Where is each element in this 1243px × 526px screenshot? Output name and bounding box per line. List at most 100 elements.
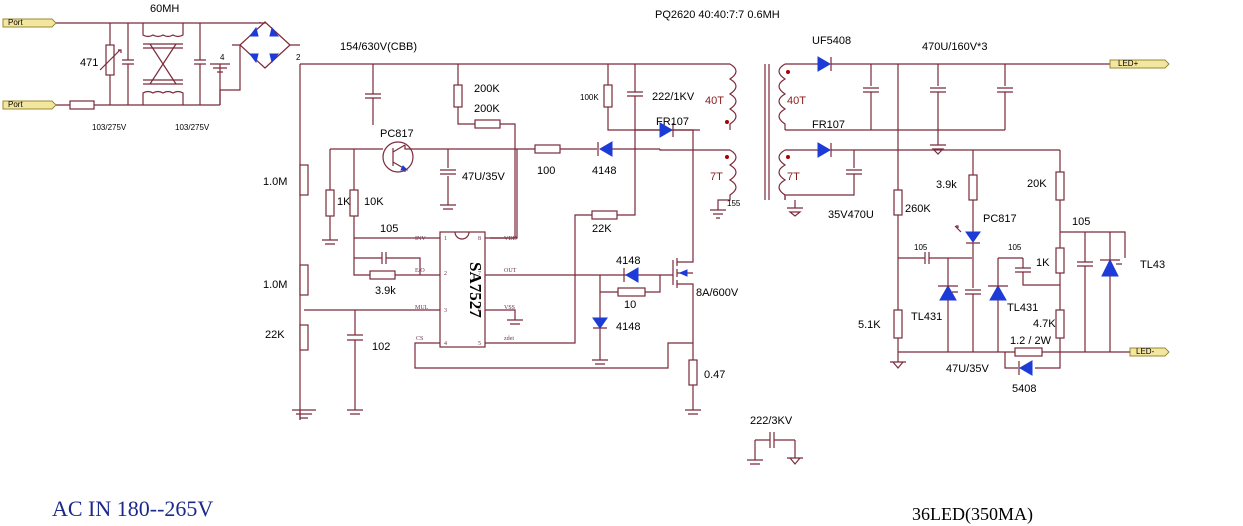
resistor-10k <box>349 189 359 217</box>
svg-text:8A/600V: 8A/600V <box>696 287 739 299</box>
svg-text:6: 6 <box>478 308 481 314</box>
svg-text:zdet: zdet <box>504 336 514 342</box>
svg-text:VDD: VDD <box>504 236 518 242</box>
resistor-5k1 <box>893 309 903 339</box>
svg-text:4: 4 <box>220 53 225 62</box>
svg-text:7: 7 <box>478 271 481 277</box>
svg-text:2: 2 <box>296 53 301 62</box>
y-capacitor <box>747 432 803 465</box>
svg-text:222/1KV: 222/1KV <box>652 91 695 103</box>
svg-text:154/630V(CBB): 154/630V(CBB) <box>340 41 417 53</box>
svg-text:1K: 1K <box>1036 257 1050 269</box>
input-voltage-title: AC IN 180--265V <box>52 496 213 521</box>
svg-text:103/275V: 103/275V <box>92 123 127 132</box>
svg-text:40T: 40T <box>787 95 806 107</box>
svg-text:1: 1 <box>444 236 447 242</box>
diode-5408 <box>1019 360 1033 376</box>
svg-text:22K: 22K <box>592 223 612 235</box>
output-capacitor-3 <box>997 64 1013 130</box>
svg-text:3.9k: 3.9k <box>936 179 957 191</box>
chip-sa7527: SA7527 INV E/O MUL CS VDD OUT VSS zdet 1… <box>415 231 518 348</box>
svg-text:222/3KV: 222/3KV <box>750 415 793 427</box>
resistor-22k <box>299 324 309 351</box>
svg-text:1K: 1K <box>337 196 351 208</box>
resistor-3k9 <box>369 270 396 280</box>
resistor-22k-zcd <box>591 210 618 220</box>
capacitor-105-c <box>1015 258 1060 286</box>
output-capacitor-1 <box>863 64 879 130</box>
svg-text:INV: INV <box>415 236 426 242</box>
svg-text:E/O: E/O <box>415 268 425 274</box>
transformer-secondary <box>778 63 790 200</box>
transformer-primary <box>717 63 737 210</box>
resistor-3k9-b <box>968 174 978 201</box>
diode-fr107-b <box>817 142 831 158</box>
svg-text:SA7527: SA7527 <box>466 262 485 318</box>
tl431-b <box>989 284 1007 301</box>
diode-fr107-a <box>659 122 673 138</box>
resistor-1k <box>325 189 335 217</box>
svg-text:105: 105 <box>1008 243 1022 252</box>
svg-text:Port: Port <box>8 18 23 27</box>
svg-text:PQ2620 40:40:7:7 0.6MH: PQ2620 40:40:7:7 0.6MH <box>655 9 780 21</box>
resistor-100k-snubber <box>603 84 613 108</box>
optocoupler-pc817-primary <box>382 141 414 173</box>
svg-text:TL43: TL43 <box>1140 259 1165 271</box>
tl43-reference <box>1101 258 1119 277</box>
svg-text:3: 3 <box>444 308 447 314</box>
output-terminal-positive: LED+ <box>1109 59 1170 69</box>
svg-text:60MH: 60MH <box>150 3 179 15</box>
svg-text:4148: 4148 <box>616 321 640 333</box>
svg-text:PC817: PC817 <box>380 128 414 140</box>
diode-4148-c <box>592 317 608 329</box>
svg-text:105: 105 <box>380 223 398 235</box>
svg-text:MUL: MUL <box>415 305 429 311</box>
svg-text:100K: 100K <box>580 93 599 102</box>
led-output-title: 36LED(350MA) <box>912 504 1033 525</box>
svg-text:200K: 200K <box>474 83 500 95</box>
svg-text:155: 155 <box>727 199 741 208</box>
capacitor-aux <box>784 150 862 217</box>
tl431-a <box>939 284 957 301</box>
svg-text:4.7K: 4.7K <box>1033 318 1056 330</box>
resistor-10 <box>617 287 646 297</box>
common-mode-choke <box>142 23 184 105</box>
ac-terminal-2: Port <box>2 100 57 110</box>
fuse-resistor <box>69 100 95 110</box>
svg-text:8: 8 <box>478 236 481 242</box>
svg-text:TL431: TL431 <box>1007 302 1038 314</box>
svg-text:5: 5 <box>478 341 481 347</box>
capacitor-47u <box>440 149 456 210</box>
diode-4148-b <box>625 267 639 283</box>
svg-text:TL431: TL431 <box>911 311 942 323</box>
svg-text:4148: 4148 <box>592 165 616 177</box>
output-capacitor-2 <box>930 64 946 130</box>
capacitor-47u-b <box>965 270 981 352</box>
diode-uf5408 <box>817 56 831 72</box>
svg-text:260K: 260K <box>905 203 931 215</box>
svg-text:UF5408: UF5408 <box>812 35 851 47</box>
svg-text:FR107: FR107 <box>656 116 689 128</box>
svg-text:105: 105 <box>1072 216 1090 228</box>
x-capacitor-2 <box>194 23 206 105</box>
svg-text:100: 100 <box>537 165 555 177</box>
svg-text:7T: 7T <box>710 171 723 183</box>
resistor-100 <box>534 144 561 154</box>
resistor-20k <box>1055 171 1065 201</box>
svg-text:2: 2 <box>444 271 447 277</box>
resistor-1k-b <box>1055 247 1065 274</box>
ac-terminal-1: Port <box>2 18 57 28</box>
svg-text:LED-: LED- <box>1136 347 1155 356</box>
resistor-sense <box>688 359 698 386</box>
svg-text:22K: 22K <box>265 329 285 341</box>
svg-text:CS: CS <box>416 336 423 342</box>
svg-text:102: 102 <box>372 341 390 353</box>
svg-text:471: 471 <box>80 57 98 69</box>
svg-text:105: 105 <box>914 243 928 252</box>
svg-text:47U/35V: 47U/35V <box>462 171 505 183</box>
svg-text:47U/35V: 47U/35V <box>946 363 989 375</box>
svg-text:20K: 20K <box>1027 178 1047 190</box>
svg-text:VSS: VSS <box>504 305 515 311</box>
resistor-1r2-2w <box>1014 347 1043 357</box>
